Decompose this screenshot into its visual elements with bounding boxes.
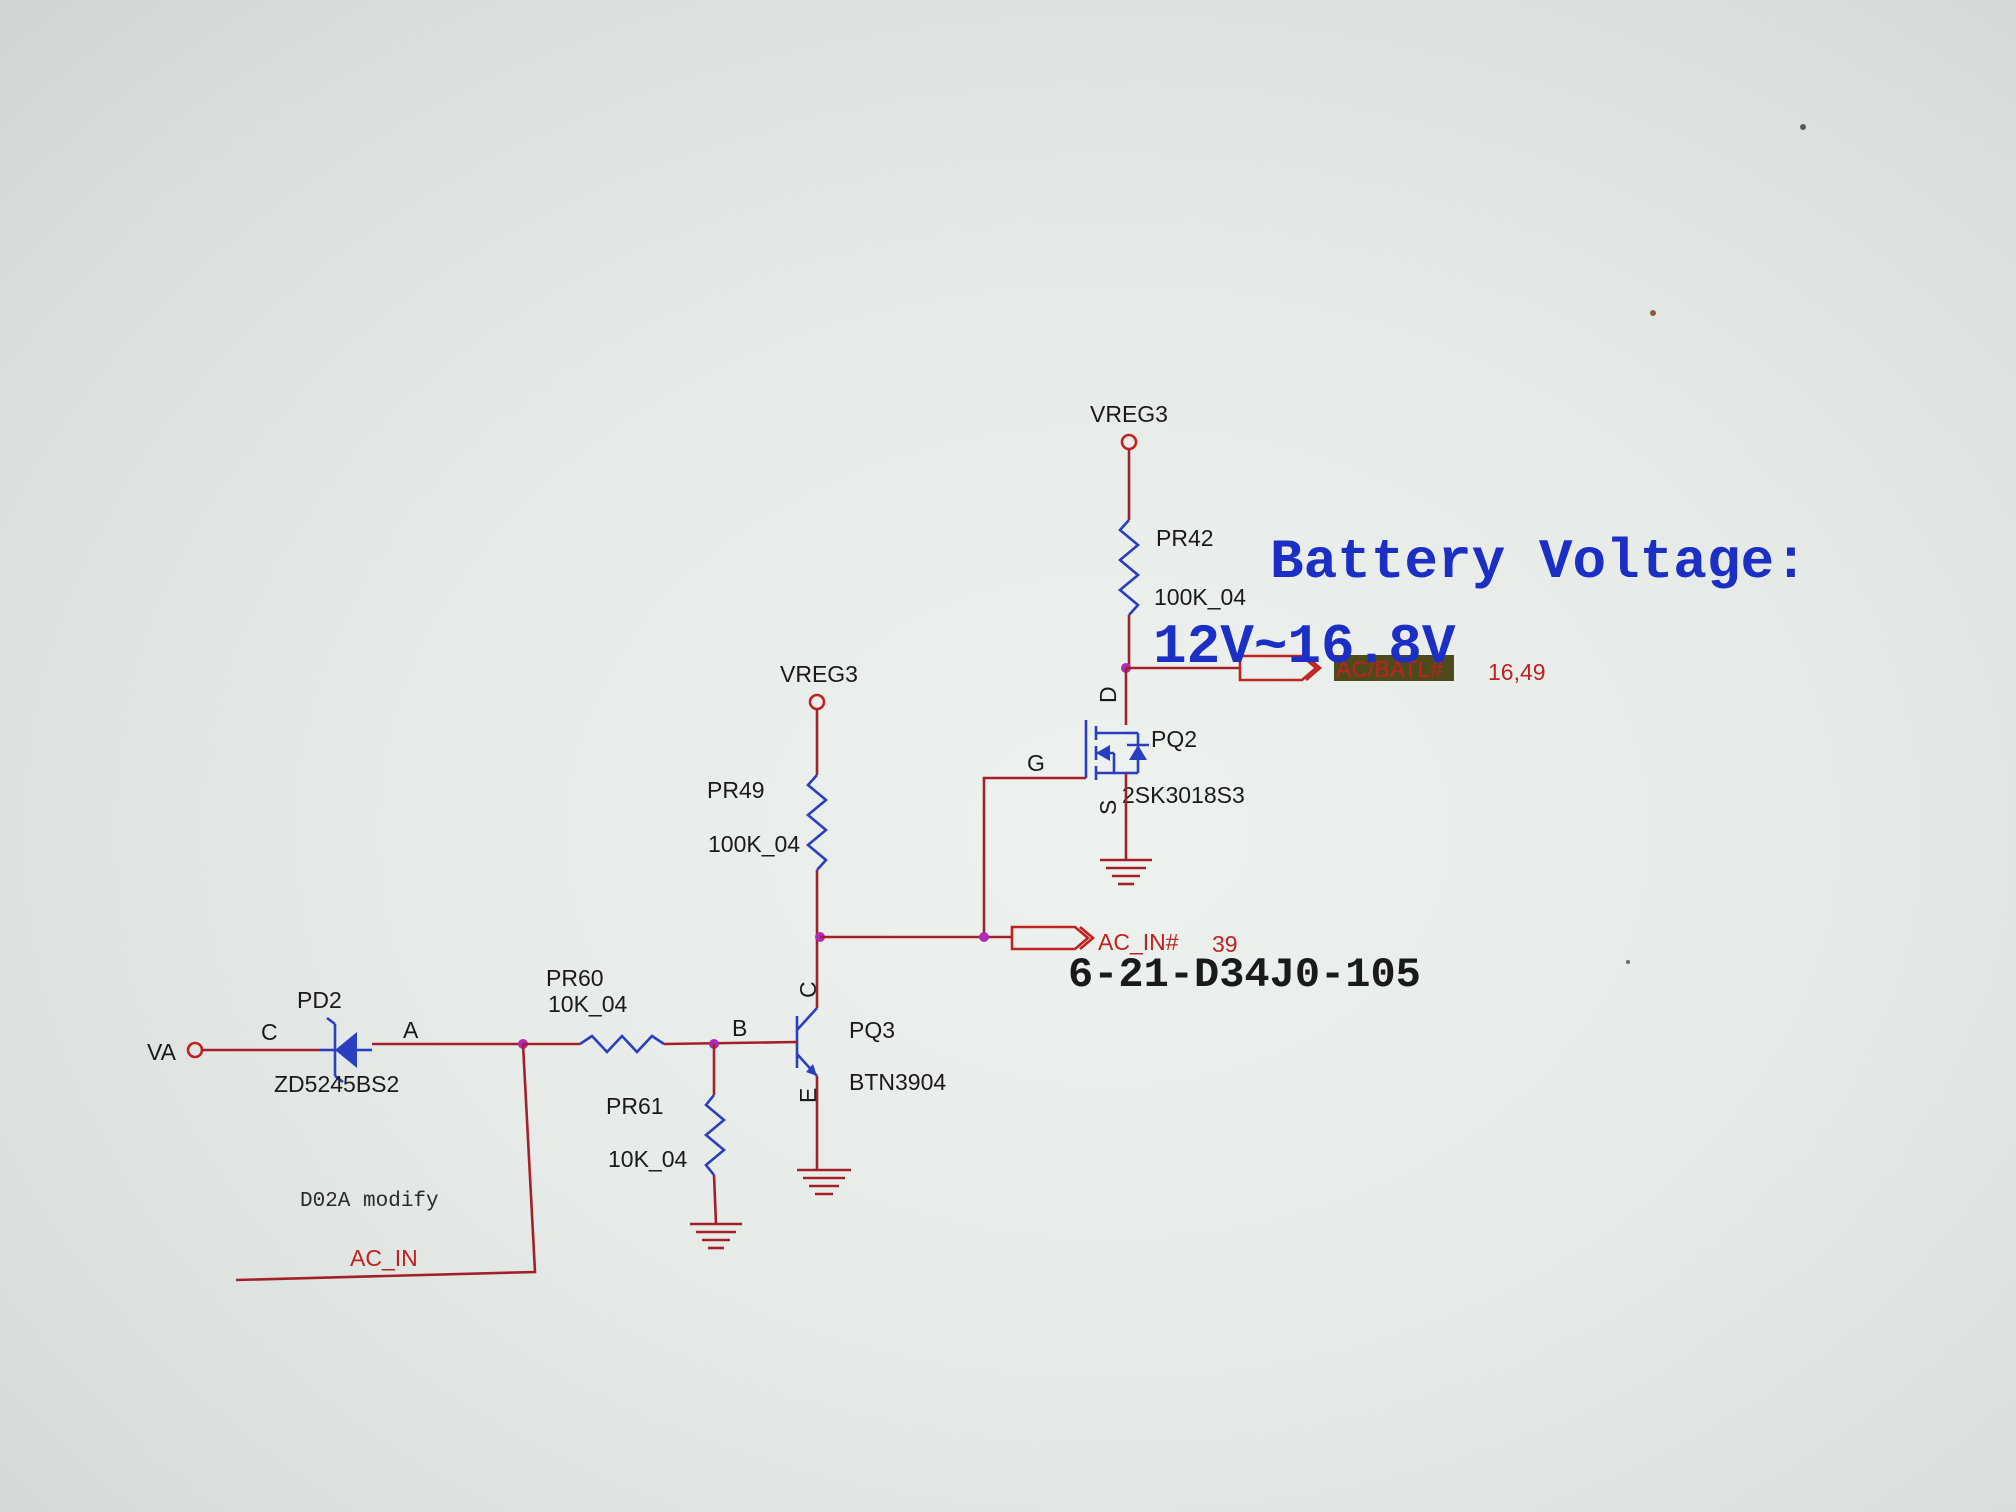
pd2-pin-a: A bbox=[403, 1017, 419, 1043]
pq2-ground-symbol bbox=[1100, 858, 1152, 886]
va-terminal: VA bbox=[147, 1039, 204, 1065]
d02a-note: D02A modify bbox=[300, 1190, 439, 1213]
pq3-ground-symbol bbox=[797, 1168, 851, 1196]
pq2-mosfet[interactable]: PQ2 2SK3018S3 D S G bbox=[1027, 686, 1245, 815]
vreg3-top-power: VREG3 bbox=[1090, 401, 1168, 520]
ac-in-port-label: AC_IN# bbox=[1098, 929, 1179, 955]
pd2-zener-diode[interactable]: PD2 ZD5245BS2 C A bbox=[261, 987, 419, 1097]
screen-speck bbox=[1650, 310, 1656, 316]
vreg3-mid-power: VREG3 bbox=[780, 661, 858, 775]
pq2-label: PQ2 bbox=[1151, 726, 1197, 752]
pq3-pin-c: C bbox=[795, 981, 821, 998]
pr49-resistor[interactable]: PR49 100K_04 bbox=[707, 774, 829, 871]
pr49-value: 100K_04 bbox=[708, 831, 800, 857]
pr61-resistor[interactable]: PR61 10K_04 bbox=[606, 1093, 727, 1176]
battery-voltage-title: Battery Voltage: bbox=[1270, 530, 1808, 594]
vreg3-mid-label: VREG3 bbox=[780, 661, 858, 687]
pr42-value: 100K_04 bbox=[1154, 584, 1246, 610]
pq2-pin-g: G bbox=[1027, 750, 1045, 776]
pr60-value: 10K_04 bbox=[548, 991, 628, 1017]
pr61-value: 10K_04 bbox=[608, 1146, 688, 1172]
ac-batl-port[interactable]: AC/BATL# 16,49 bbox=[1238, 654, 1546, 685]
pr60-resistor[interactable]: PR60 10K_04 bbox=[546, 965, 665, 1054]
vreg3-top-label: VREG3 bbox=[1090, 401, 1168, 427]
ac-in-port-page: 39 bbox=[1212, 931, 1238, 957]
pq2-part: 2SK3018S3 bbox=[1122, 782, 1245, 808]
battery-voltage-range: 12V~16.8V bbox=[1153, 615, 1456, 679]
junction-gate bbox=[979, 932, 989, 942]
pr61-ground-symbol bbox=[690, 1222, 742, 1250]
pd2-label: PD2 bbox=[297, 987, 342, 1013]
pq3-pin-e: E bbox=[795, 1088, 821, 1103]
screen-speck bbox=[1800, 124, 1806, 130]
pr61-label: PR61 bbox=[606, 1093, 664, 1119]
pd2-part: ZD5245BS2 bbox=[274, 1071, 399, 1097]
part-number: 6-21-D34J0-105 bbox=[1068, 951, 1421, 999]
pd2-pin-c: C bbox=[261, 1019, 278, 1045]
screen-speck bbox=[1626, 960, 1630, 964]
pr42-label: PR42 bbox=[1156, 525, 1214, 551]
ac-batl-pages: 16,49 bbox=[1488, 659, 1546, 685]
pq2-pin-s: S bbox=[1095, 800, 1121, 815]
pr49-label: PR49 bbox=[707, 777, 765, 803]
pq3-pin-b: B bbox=[732, 1015, 747, 1041]
ac-batl-label: AC/BATL# bbox=[1336, 656, 1443, 682]
pr42-resistor[interactable]: PR42 100K_04 bbox=[1117, 519, 1246, 616]
va-label: VA bbox=[147, 1039, 177, 1065]
pq3-part: BTN3904 bbox=[849, 1069, 946, 1095]
pq3-label: PQ3 bbox=[849, 1017, 895, 1043]
ac-in-port[interactable]: AC_IN# 39 bbox=[1010, 925, 1238, 957]
ac-in-net-label: AC_IN bbox=[350, 1245, 418, 1271]
pq2-pin-d: D bbox=[1095, 686, 1121, 703]
pr60-label: PR60 bbox=[546, 965, 604, 991]
